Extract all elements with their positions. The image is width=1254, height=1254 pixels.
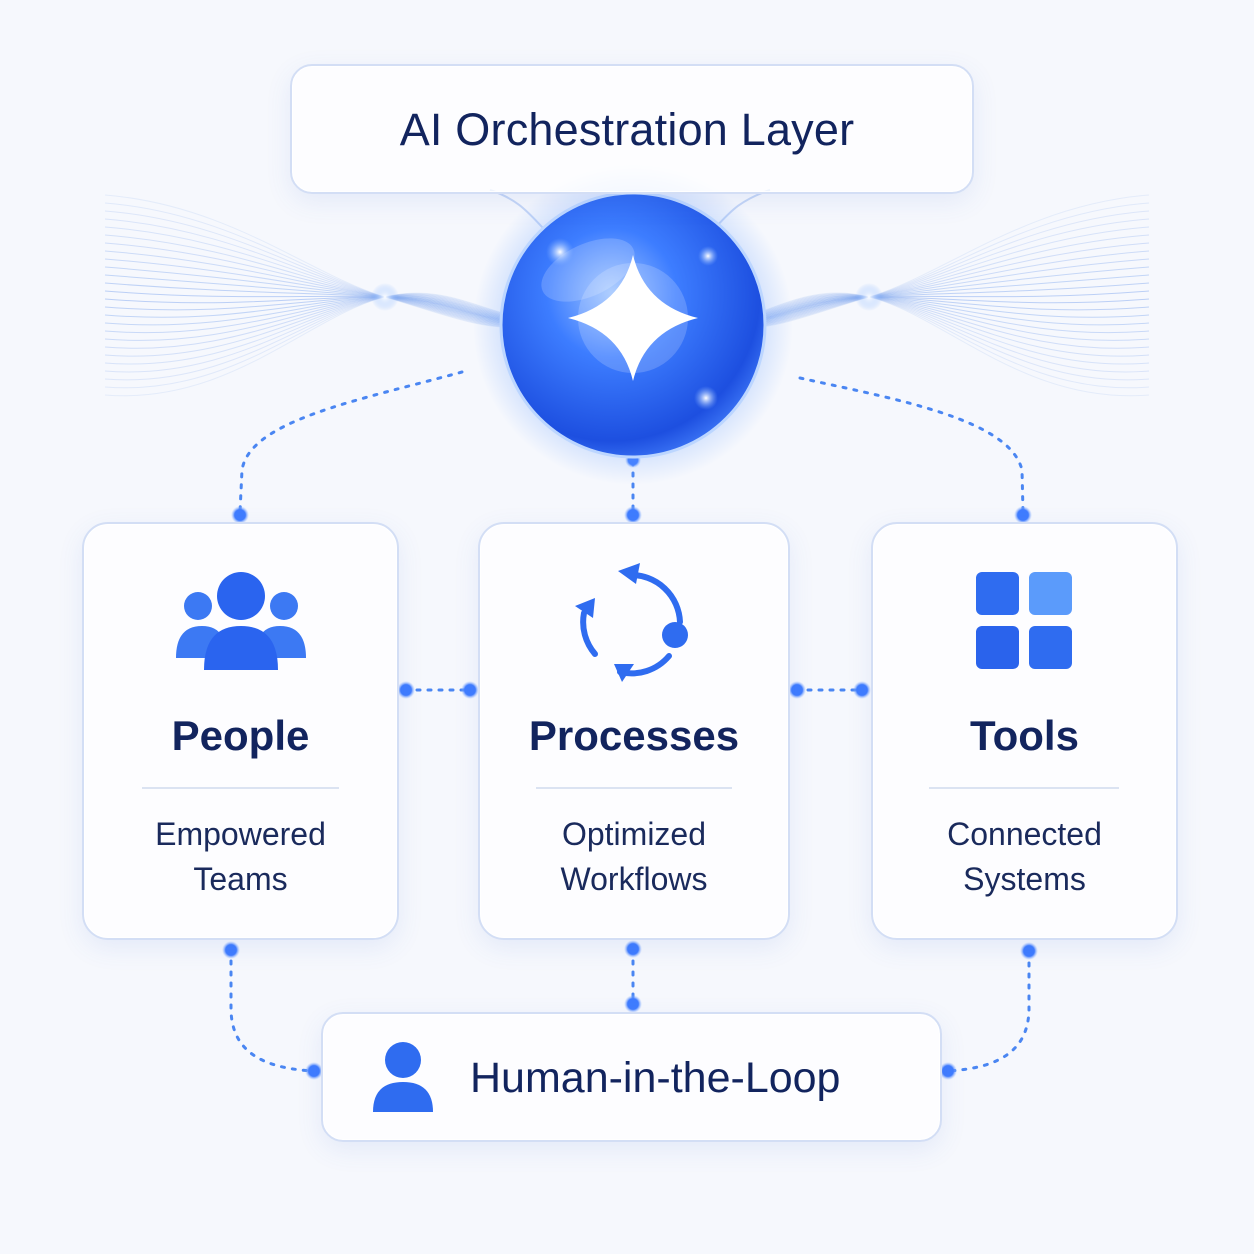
card-subtitle-tools: Connected Systems: [947, 816, 1102, 897]
app-grid-icon: [976, 572, 1072, 669]
flow-glow: [371, 283, 399, 311]
flow-line: [104, 296, 521, 389]
cycle-arrows-icon: [575, 563, 688, 682]
human-in-the-loop-box: [321, 1012, 942, 1142]
flow-line: [104, 218, 521, 319]
flow-line: [104, 296, 521, 334]
card-subtitle-people: Empowered Teams: [155, 816, 326, 897]
flow-line: [104, 296, 521, 341]
card-processes: [478, 522, 790, 940]
card-tools: [871, 522, 1178, 940]
card-title-tools: Tools: [970, 712, 1079, 759]
flow-glow: [855, 283, 883, 311]
flow-line: [104, 226, 521, 320]
people-group-icon: [176, 572, 306, 670]
flow-line: [104, 296, 521, 365]
orchestration-hub: [473, 165, 793, 485]
flow-line: [104, 234, 521, 320]
card-divider: [929, 787, 1119, 789]
flow-line: [104, 296, 521, 381]
human-in-the-loop-label: Human-in-the-Loop: [470, 1054, 841, 1102]
flow-line: [104, 296, 521, 373]
card-title-processes: Processes: [528, 712, 740, 759]
sparkle-star-icon: [568, 255, 698, 381]
connector-people-hitl: [229, 948, 315, 1073]
card-title-people: People: [171, 712, 310, 759]
flow-lines-right: [743, 194, 1150, 397]
flow-line: [104, 296, 521, 349]
person-icon: [373, 1042, 433, 1112]
flow-lines-left: [104, 194, 521, 397]
card-divider: [142, 787, 339, 789]
title-box: [290, 64, 974, 194]
flow-line: [104, 296, 521, 397]
connector-hub-people: [238, 370, 464, 514]
page-title: AI Orchestration Layer: [399, 104, 855, 155]
connector-tools-hitl: [946, 950, 1031, 1073]
flow-line: [104, 296, 521, 357]
connector-hub-tools: [798, 376, 1025, 514]
card-divider: [536, 787, 732, 789]
card-subtitle-processes: Optimized Workflows: [560, 816, 708, 897]
